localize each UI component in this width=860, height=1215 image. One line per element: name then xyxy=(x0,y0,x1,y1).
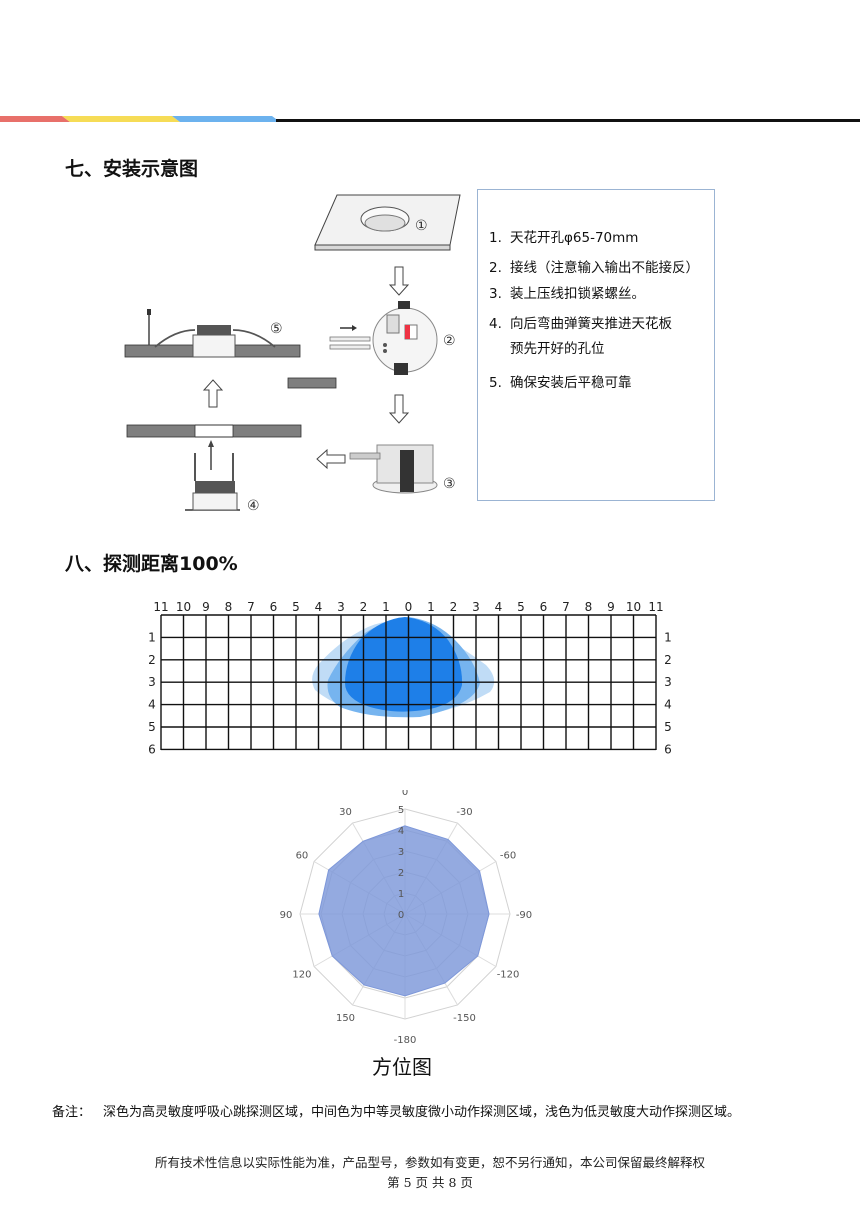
footer-page-number: 第 5 页 共 8 页 xyxy=(387,1175,473,1190)
note-text: 深色为高灵敏度呼吸心跳探测区域，中间色为中等灵敏度微小动作探测区域，浅色为低灵敏… xyxy=(103,1105,741,1120)
grid-top-label: 1 xyxy=(427,600,435,614)
grid-top-label: 3 xyxy=(337,600,345,614)
grid-top-label: 11 xyxy=(153,600,168,614)
radar-angle-label: 90 xyxy=(280,910,293,921)
radar-angle-label: -150 xyxy=(453,1013,476,1024)
grid-top-label: 9 xyxy=(607,600,615,614)
radar-tick-label: 2 xyxy=(398,868,404,879)
grid-side-label-right: 3 xyxy=(664,675,672,689)
grid-side-label-right: 2 xyxy=(664,653,672,667)
radar-angle-label: -30 xyxy=(456,807,472,818)
grid-top-label: 10 xyxy=(626,600,641,614)
grid-top-label: 2 xyxy=(450,600,458,614)
arrow-up-icon xyxy=(202,379,224,408)
radar-angle-label: -60 xyxy=(500,851,516,862)
radar-angle-label: -120 xyxy=(497,970,520,981)
grid-top-label: 9 xyxy=(202,600,210,614)
grid-side-label-left: 1 xyxy=(148,630,156,644)
grid-top-label: 1 xyxy=(382,600,390,614)
radar-tick-label: 5 xyxy=(398,805,404,816)
section-title-installation: 七、安装示意图 xyxy=(65,158,199,180)
grid-top-label: 4 xyxy=(315,600,323,614)
radar-series-area xyxy=(318,825,490,997)
step2-label: ② xyxy=(443,333,456,349)
arrow-down-icon xyxy=(388,266,410,296)
grid-top-label: 7 xyxy=(247,600,255,614)
section-title-detection-range: 八、探测距离100% xyxy=(65,553,238,575)
arrow-down-icon xyxy=(388,394,410,424)
radar-angle-label: 60 xyxy=(296,851,309,862)
note-label: 备注： xyxy=(52,1105,92,1120)
radar-angle-label: 120 xyxy=(292,970,311,981)
grid-top-label: 10 xyxy=(176,600,191,614)
grid-top-label: 8 xyxy=(225,600,233,614)
radar-angle-label: 0 xyxy=(402,790,408,798)
grid-top-label: 6 xyxy=(270,600,278,614)
ceiling-board-cross-section xyxy=(126,424,302,438)
grid-side-label-right: 1 xyxy=(664,630,672,644)
step-item-2: 2.接线（注意输入输出不能接反） xyxy=(489,260,699,276)
note: 备注： 深色为高灵敏度呼吸心跳探测区域，中间色为中等灵敏度微小动作探测区域，浅色为… xyxy=(52,1101,740,1120)
installation-diagram: ① ② ③ xyxy=(124,194,461,514)
azimuth-radar-chart: 0 1 2 3 4 5 0 -30 -60 -90 -120 -150 -180 150 120 90 60 3… xyxy=(280,790,533,1046)
grid-side-label-left: 3 xyxy=(148,675,156,689)
radar-tick-labels: 0 1 2 3 4 5 xyxy=(398,805,404,921)
step2-sensor-unit: ② xyxy=(329,301,456,375)
radar-tick-label: 1 xyxy=(398,889,404,900)
grid-top-label: 3 xyxy=(472,600,480,614)
step4-spring-bent: ④ xyxy=(185,440,260,514)
step5-installed: ⑤ xyxy=(124,309,301,358)
grid-side-label-left: 5 xyxy=(148,720,156,734)
radar-angle-label: 150 xyxy=(336,1013,355,1024)
step-item-1: 1.天花开孔φ65-70mm xyxy=(489,230,639,246)
radar-angle-label: -90 xyxy=(516,910,532,921)
grid-side-label-left: 2 xyxy=(148,653,156,667)
grid-top-label: 5 xyxy=(517,600,525,614)
radar-angle-label: -180 xyxy=(394,1035,417,1046)
step-item-4: 4.向后弯曲弹簧夹推进天花板 xyxy=(489,316,672,332)
grid-top-label: 6 xyxy=(540,600,548,614)
chart-caption: 方位图 xyxy=(372,1055,432,1079)
grid-side-label-left: 6 xyxy=(148,742,156,755)
radar-tick-label: 3 xyxy=(398,847,404,858)
step3-fixture: ③ xyxy=(349,444,456,494)
header-color-bar xyxy=(0,116,860,122)
footer-disclaimer: 所有技术性信息以实际性能为准，产品型号，参数如有变更，恕不另行通知，本公司保留最… xyxy=(154,1155,705,1170)
grid-lines xyxy=(160,614,657,751)
zone-high-sensitivity xyxy=(345,617,463,712)
grid-top-label: 7 xyxy=(562,600,570,614)
step-item-3: 3.装上压线扣锁紧螺丝。 xyxy=(489,286,645,302)
grid-side-labels: 1 1 2 2 3 3 4 4 5 5 6 6 xyxy=(148,630,672,755)
grid-side-label-left: 4 xyxy=(148,698,156,712)
arrow-left-icon xyxy=(316,448,346,470)
grid-top-label: 4 xyxy=(495,600,503,614)
grid-top-label: 0 xyxy=(405,600,413,614)
grid-top-label: 8 xyxy=(585,600,593,614)
grid-top-label: 2 xyxy=(360,600,368,614)
board-piece xyxy=(287,377,337,389)
grid-top-label: 11 xyxy=(648,600,663,614)
installation-steps-box: 1.天花开孔φ65-70mm 2.接线（注意输入输出不能接反） 3.装上压线扣锁… xyxy=(477,189,715,501)
step-item-4-cont: 预先开好的孔位 xyxy=(510,341,605,357)
grid-side-label-right: 4 xyxy=(664,698,672,712)
step1-label: ① xyxy=(415,218,428,234)
grid-side-label-right: 5 xyxy=(664,720,672,734)
grid-side-label-right: 6 xyxy=(664,742,672,755)
step5-label: ⑤ xyxy=(270,321,283,337)
step1-ceiling-panel: ① xyxy=(314,194,461,251)
radar-angle-label: 30 xyxy=(339,807,352,818)
step-item-5: 5.确保安装后平稳可靠 xyxy=(489,375,632,391)
step4-label: ④ xyxy=(247,498,260,514)
step3-label: ③ xyxy=(443,476,456,492)
radar-series xyxy=(318,825,490,997)
radar-tick-label: 4 xyxy=(398,826,404,837)
grid-top-label: 5 xyxy=(292,600,300,614)
radar-tick-label: 0 xyxy=(398,910,404,921)
